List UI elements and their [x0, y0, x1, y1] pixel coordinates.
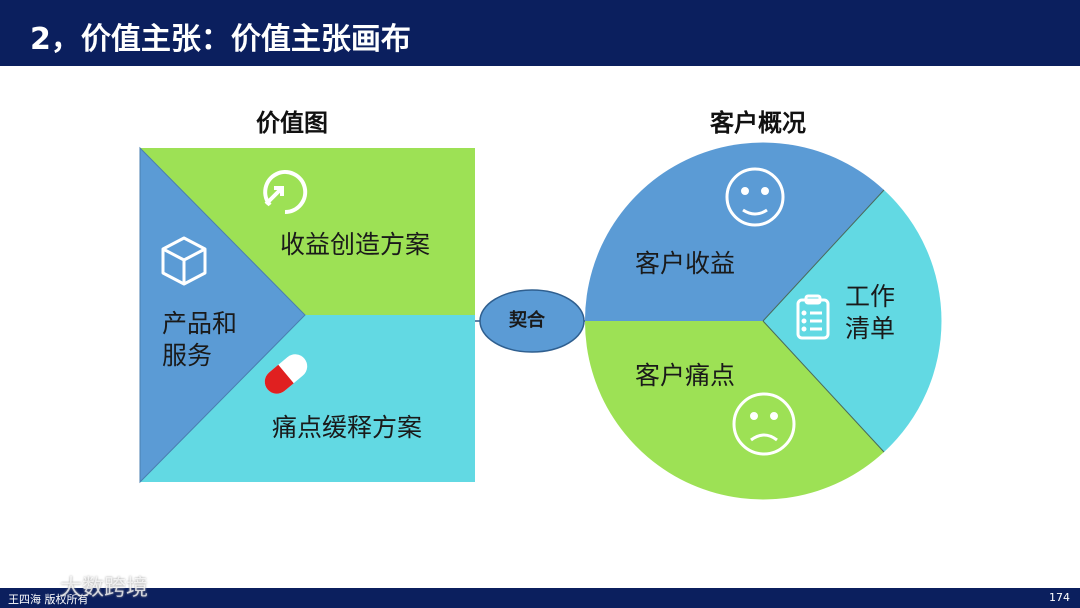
- value-map-title: 价值图: [256, 109, 328, 137]
- smile-icon: [725, 167, 785, 227]
- frown-icon: [732, 392, 796, 456]
- watermark: 大数跨境: [60, 576, 149, 601]
- cube-icon: [161, 236, 207, 286]
- customer-jobs-label-line2: 清单: [845, 314, 896, 343]
- customer-gains-wedge: [584, 142, 884, 321]
- footer-bar: 王四海 版权所有 174: [0, 588, 1080, 608]
- products-services-label-line2: 服务: [162, 341, 213, 370]
- customer-pains-wedge: [584, 321, 884, 500]
- page-title: 2，价值主张：价值主张画布: [30, 22, 411, 57]
- customer-pains-label: 客户痛点: [635, 361, 736, 390]
- customer-gains-label: 客户收益: [635, 249, 736, 278]
- pain-relievers-label: 痛点缓释方案: [272, 413, 423, 442]
- customer-jobs-label-line1: 工作: [845, 282, 896, 311]
- gain-creators-label: 收益创造方案: [280, 230, 431, 259]
- gain-arrow-icon: [263, 170, 308, 215]
- customer-profile-title: 客户概况: [710, 109, 806, 137]
- products-services-area: [139, 146, 306, 484]
- clipboard-icon: [796, 294, 830, 340]
- pill-icon: [264, 354, 308, 394]
- customer-jobs-wedge: [763, 190, 942, 452]
- products-services-label-line1: 产品和: [162, 309, 238, 338]
- fit-label: 契合: [509, 310, 545, 331]
- header-bar: 2，价值主张：价值主张画布: [0, 0, 1080, 66]
- copyright-text: 王四海 版权所有: [8, 593, 89, 606]
- fit-oval: [479, 289, 585, 353]
- page-number: 174: [1049, 591, 1070, 604]
